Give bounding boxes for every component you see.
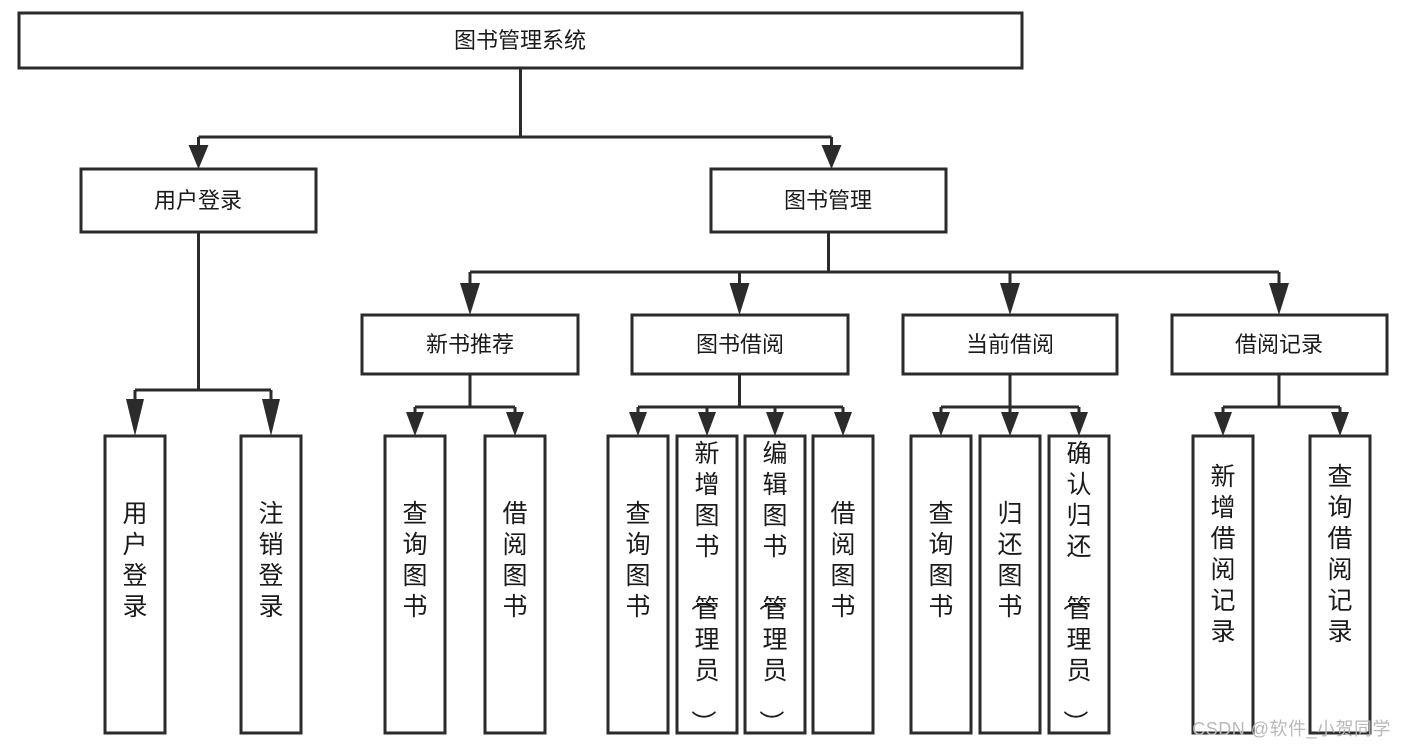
arrow-head-to-leaf-query-book-1 xyxy=(406,412,424,436)
node-borrow-record-label: 借阅记录 xyxy=(1235,332,1323,357)
node-new-book-recommend-box[interactable] xyxy=(360,313,580,376)
node-leaf-user-logout-box[interactable] xyxy=(239,434,303,735)
arrow-head-to-new-book-recommend xyxy=(460,283,480,315)
node-leaf-query-book-1[interactable]: 查询图书 xyxy=(383,434,447,735)
node-leaf-add-book-label: 新增图书（管理员） xyxy=(688,440,719,735)
node-leaf-confirm-return-box[interactable] xyxy=(1047,434,1111,735)
node-leaf-confirm-return-label: 确认归还（管理员） xyxy=(1060,440,1091,735)
node-book-management[interactable]: 图书管理 xyxy=(709,167,948,234)
node-leaf-query-record[interactable]: 查询借阅记录 xyxy=(1308,434,1372,735)
node-leaf-query-book-2[interactable]: 查询图书 xyxy=(606,434,670,735)
node-leaf-query-book-3-box[interactable] xyxy=(909,434,973,735)
node-book-borrow-box[interactable] xyxy=(630,313,850,376)
arrow-head-to-book-management xyxy=(821,145,842,169)
node-user-login-box[interactable] xyxy=(79,167,318,234)
node-leaf-borrow-book-2[interactable]: 借阅图书 xyxy=(811,434,875,735)
node-new-book-recommend-label: 新书推荐 xyxy=(426,332,514,357)
connector-group-user-login xyxy=(126,232,280,436)
connector-group-book-management xyxy=(460,232,1289,315)
node-leaf-query-book-3-label: 查询图书 xyxy=(928,500,953,621)
node-leaf-edit-book-box[interactable] xyxy=(743,434,807,735)
arrow-head-to-current-borrow xyxy=(1000,283,1020,315)
arrow-head-to-leaf-query-book-3 xyxy=(932,412,950,436)
node-leaf-user-login-label: 用户登录 xyxy=(122,500,147,621)
node-borrow-record[interactable]: 借阅记录 xyxy=(1170,313,1389,376)
node-leaf-add-record-label: 新增借阅记录 xyxy=(1210,463,1235,646)
arrow-head-to-leaf-edit-book xyxy=(766,412,784,436)
node-leaf-user-logout[interactable]: 注销登录 xyxy=(239,434,303,735)
arrow-head-to-leaf-query-book-2 xyxy=(629,412,647,436)
node-leaf-confirm-return[interactable]: 确认归还（管理员） xyxy=(1047,434,1111,735)
node-leaf-query-book-2-box[interactable] xyxy=(606,434,670,735)
node-borrow-record-box[interactable] xyxy=(1170,313,1389,376)
node-book-borrow-label: 图书借阅 xyxy=(696,332,784,357)
node-current-borrow-box[interactable] xyxy=(901,313,1119,376)
node-leaf-return-book-box[interactable] xyxy=(978,434,1042,735)
node-leaf-query-record-box[interactable] xyxy=(1308,434,1372,735)
node-leaf-query-book-1-label: 查询图书 xyxy=(402,500,427,621)
connector-group-book-borrow xyxy=(629,374,852,436)
node-book-management-box[interactable] xyxy=(709,167,948,234)
arrow-head-to-borrow-record xyxy=(1269,283,1289,315)
node-leaf-return-book[interactable]: 归还图书 xyxy=(978,434,1042,735)
node-user-login[interactable]: 用户登录 xyxy=(79,167,318,234)
node-leaf-query-record-label: 查询借阅记录 xyxy=(1327,463,1352,646)
node-leaf-query-book-1-box[interactable] xyxy=(383,434,447,735)
arrow-head-to-leaf-add-book xyxy=(698,412,716,436)
node-leaf-add-record[interactable]: 新增借阅记录 xyxy=(1191,434,1255,735)
node-root[interactable]: 图书管理系统 xyxy=(17,11,1024,70)
node-leaf-user-logout-label: 注销登录 xyxy=(258,500,283,621)
node-leaf-borrow-book-1[interactable]: 借阅图书 xyxy=(483,434,547,735)
node-leaf-borrow-book-1-label: 借阅图书 xyxy=(502,500,527,621)
arrow-head-to-leaf-return-book xyxy=(1001,412,1019,436)
node-leaf-borrow-book-2-box[interactable] xyxy=(811,434,875,735)
arrow-head-to-leaf-borrow-book-2 xyxy=(834,412,852,436)
connector-group-root xyxy=(188,68,842,169)
node-leaf-user-login-box[interactable] xyxy=(103,434,167,735)
node-new-book-recommend[interactable]: 新书推荐 xyxy=(360,313,580,376)
node-root-box[interactable] xyxy=(17,11,1024,70)
node-current-borrow[interactable]: 当前借阅 xyxy=(901,313,1119,376)
node-leaf-return-book-label: 归还图书 xyxy=(997,500,1022,621)
node-user-login-label: 用户登录 xyxy=(154,188,242,213)
node-book-borrow[interactable]: 图书借阅 xyxy=(630,313,850,376)
node-current-borrow-label: 当前借阅 xyxy=(966,332,1054,357)
arrow-head-to-user-login xyxy=(188,145,209,169)
arrow-head-to-leaf-query-record xyxy=(1331,412,1349,436)
node-leaf-borrow-book-1-box[interactable] xyxy=(483,434,547,735)
node-leaf-edit-book-label: 编辑图书（管理员） xyxy=(756,440,787,735)
node-leaf-borrow-book-2-label: 借阅图书 xyxy=(830,500,855,621)
arrow-head-to-book-borrow xyxy=(729,283,750,315)
arrow-head-to-leaf-confirm-return xyxy=(1070,412,1088,436)
arrow-head-to-leaf-user-logout xyxy=(262,399,280,436)
connector-group-current-borrow xyxy=(932,374,1088,436)
csdn-watermark: CSDN @软件_小贺同学 xyxy=(1192,719,1391,739)
connector-group-new-book-recommend xyxy=(406,374,524,436)
node-leaf-user-login[interactable]: 用户登录 xyxy=(103,434,167,735)
node-leaf-query-book-2-label: 查询图书 xyxy=(625,500,650,621)
arrow-head-to-leaf-borrow-book-1 xyxy=(506,412,524,436)
node-leaf-add-book[interactable]: 新增图书（管理员） xyxy=(675,434,739,735)
node-leaf-add-record-box[interactable] xyxy=(1191,434,1255,735)
arrow-head-to-leaf-user-login xyxy=(126,399,144,436)
node-leaf-edit-book[interactable]: 编辑图书（管理员） xyxy=(743,434,807,735)
connector-group-borrow-record xyxy=(1214,374,1349,436)
node-leaf-add-book-box[interactable] xyxy=(675,434,739,735)
node-book-management-label: 图书管理 xyxy=(784,188,872,213)
arrow-head-to-leaf-add-record xyxy=(1214,412,1232,436)
node-root-label: 图书管理系统 xyxy=(454,28,586,53)
node-leaf-query-book-3[interactable]: 查询图书 xyxy=(909,434,973,735)
